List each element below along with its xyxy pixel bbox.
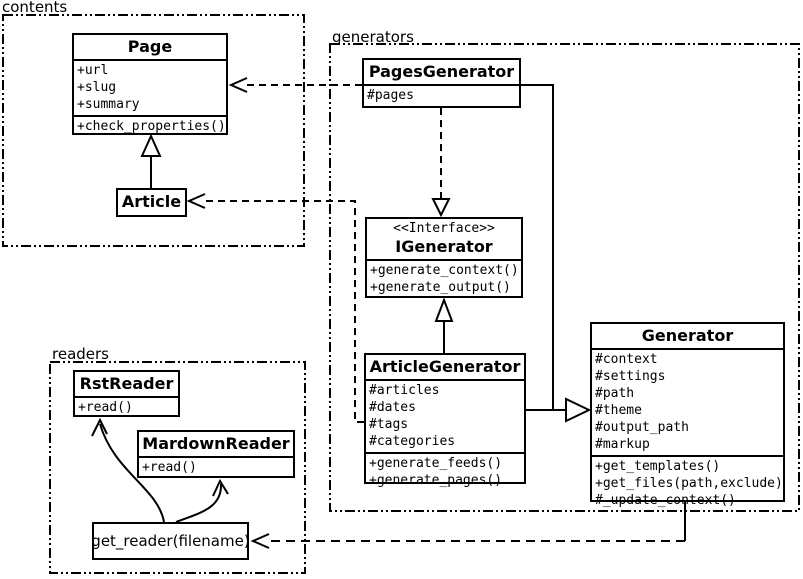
attribute: #settings (595, 369, 666, 384)
class-title-mardown-reader: MardownReader (139, 432, 293, 458)
generators-package-label: generators (332, 28, 414, 46)
attribute: #markup (595, 437, 650, 452)
readers-package-label: readers (52, 345, 109, 363)
attribute: #theme (595, 403, 642, 418)
class-title-pages-generator: PagesGenerator (364, 60, 519, 86)
methods-igenerator: +generate_context() +generate_output() (367, 261, 521, 298)
contents-package-border (2, 14, 305, 247)
method: +get_templates() (595, 459, 721, 474)
method: +check_properties() (77, 119, 226, 134)
attribute: +slug (77, 80, 117, 95)
class-box-article-generator: ArticleGenerator #articles #dates #tags … (364, 353, 526, 488)
attribute: #context (595, 352, 658, 367)
stereotype-interface: <<Interface>> (393, 221, 495, 236)
attributes-article-generator: #articles #dates #tags #categories (366, 381, 524, 454)
method: +generate_context() (370, 263, 519, 278)
attribute: #dates (369, 400, 416, 415)
methods-mardown-reader: +read() (139, 458, 293, 478)
class-title-generator: Generator (592, 324, 783, 350)
open-arrowhead-rstreader (91, 417, 108, 437)
triangle-arrowhead-igenerator-bottom (434, 297, 454, 322)
method: #_update_context() (595, 493, 736, 508)
attribute: #categories (369, 434, 456, 449)
methods-article-generator: +generate_feeds() +generate_pages() (366, 454, 524, 491)
method: +generate_pages() (369, 473, 503, 488)
open-arrowhead-mardownreader (212, 478, 229, 497)
method: +generate_feeds() (369, 456, 503, 471)
attribute: #output_path (595, 420, 689, 435)
edge-getreader-to-mardownreader (175, 483, 223, 523)
contents-package-label: contents (2, 0, 68, 16)
generators-package-border (329, 43, 800, 512)
function-box-get-reader: get_reader(filename) (91, 522, 250, 560)
readers-package-border (49, 361, 306, 574)
class-title-page: Page (74, 35, 226, 61)
edge-articlegenerator-to-article (204, 200, 364, 423)
class-box-igenerator: <<Interface>> IGenerator +generate_conte… (365, 217, 523, 298)
class-box-pages-generator: PagesGenerator #pages (362, 58, 521, 108)
class-box-article: Article (116, 188, 187, 217)
methods-generator: +get_templates() +get_files(path,exclude… (592, 457, 783, 511)
method: +get_files(path,exclude) (595, 476, 783, 491)
class-title-rst-reader: RstReader (75, 372, 178, 398)
triangle-arrowhead-page (140, 133, 162, 157)
class-box-page: Page +url +slug +summary +check_properti… (72, 33, 228, 135)
get-reader-label: get_reader(filename) (91, 532, 250, 550)
class-title-article-generator: ArticleGenerator (366, 355, 524, 381)
attributes-pages-generator: #pages (364, 86, 519, 106)
triangle-arrowhead-igenerator-top (431, 198, 451, 218)
class-box-generator: Generator #context #settings #path #them… (590, 322, 785, 508)
class-box-rst-reader: RstReader +read() (73, 370, 180, 417)
attribute: +summary (77, 97, 140, 112)
class-title-article: Article (121, 192, 182, 211)
attributes-generator: #context #settings #path #theme #output_… (592, 350, 783, 457)
open-arrowhead-page (228, 77, 248, 93)
open-arrowhead-article (186, 193, 206, 209)
methods-rst-reader: +read() (75, 398, 178, 418)
class-title-text: IGenerator (395, 237, 493, 256)
methods-page: +check_properties() (74, 117, 226, 137)
attribute: #path (595, 386, 635, 401)
open-arrowhead-getreader (250, 533, 270, 549)
method: +read() (142, 460, 197, 475)
class-box-mardown-reader: MardownReader +read() (137, 430, 295, 478)
attributes-page: +url +slug +summary (74, 61, 226, 117)
attribute: #tags (369, 417, 409, 432)
edge-pagesgenerator-to-generator (521, 84, 566, 411)
edge-getreader-to-rstreader (99, 423, 165, 523)
method: +read() (78, 400, 133, 415)
triangle-arrowhead-generator (565, 397, 592, 423)
attribute: #pages (367, 88, 414, 103)
class-title-igenerator: <<Interface>> IGenerator (367, 219, 521, 261)
method: +generate_output() (370, 280, 511, 295)
attribute: #articles (369, 383, 440, 398)
attribute: +url (77, 63, 109, 78)
